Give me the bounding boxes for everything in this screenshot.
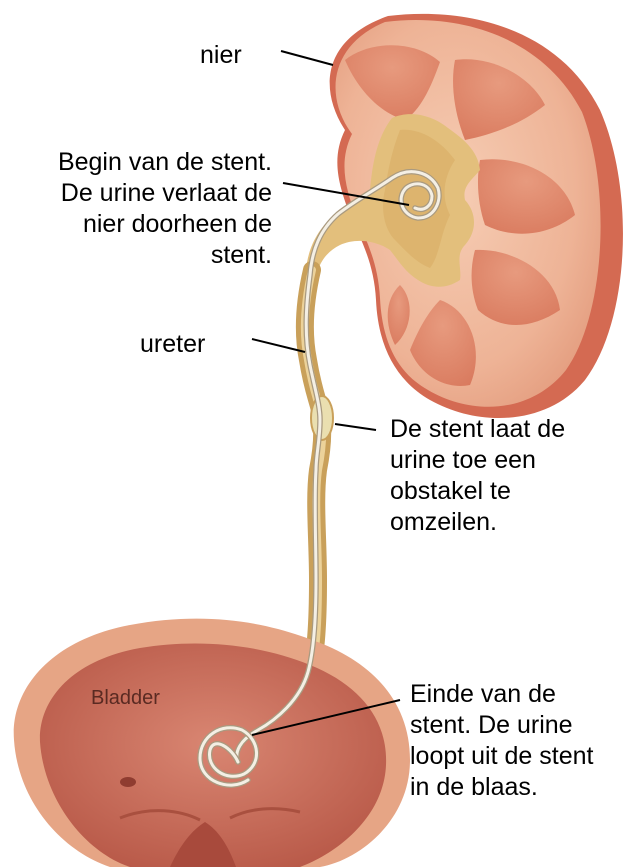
label-stent-begin: Begin van de stent. De urine verlaat de … [4, 147, 272, 271]
leader-line-nier [281, 51, 333, 65]
leader-line-obstacle [335, 424, 376, 430]
label-stent-end: Einde van de stent. De urine loopt uit d… [410, 679, 593, 803]
kidney [306, 14, 623, 418]
label-nier: nier [200, 40, 242, 71]
label-bladder: Bladder [91, 686, 160, 710]
ureteral-orifice [120, 777, 136, 787]
label-ureter: ureter [140, 329, 205, 360]
label-obstacle: De stent laat de urine toe een obstakel … [390, 414, 565, 538]
